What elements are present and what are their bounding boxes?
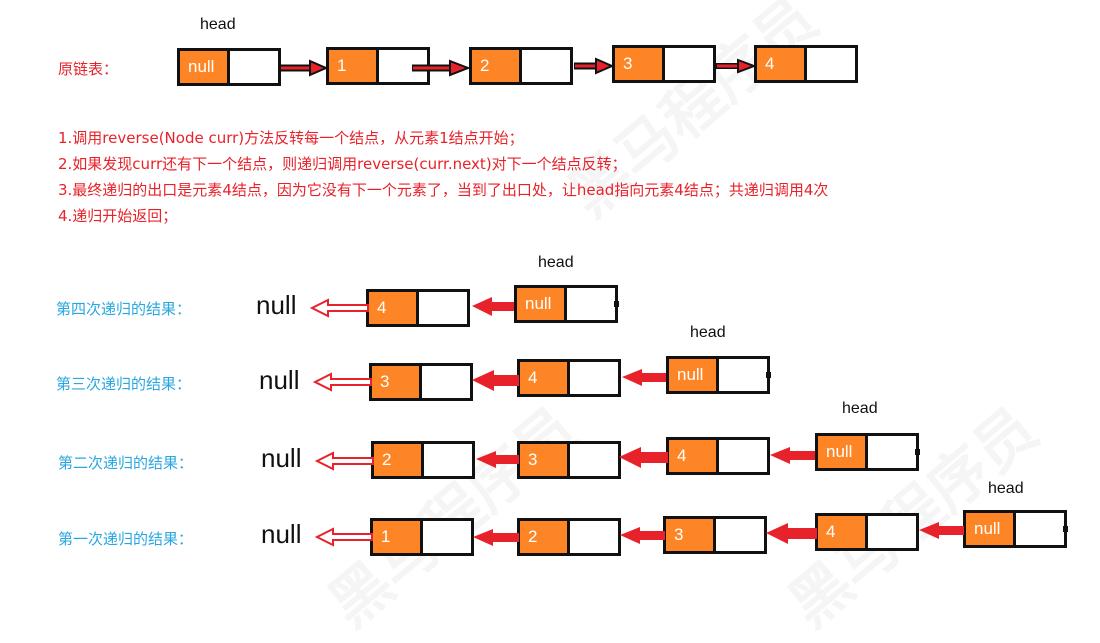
step-4: 4.递归开始返回；: [58, 207, 178, 225]
result-2-node-head: null: [815, 433, 920, 471]
result-2-node-2: 2: [371, 441, 475, 479]
node-value: 3: [615, 48, 665, 80]
pointer-dot: [766, 372, 771, 378]
node-next: [422, 366, 470, 398]
result-2-node-4: 4: [666, 437, 770, 475]
node-value: 4: [669, 440, 719, 472]
node-value: 2: [374, 444, 424, 476]
node-next: [570, 521, 618, 553]
result-1-node-2: 2: [517, 518, 621, 556]
node-next: [665, 48, 713, 80]
result-4-head-label: head: [538, 254, 574, 271]
original-node-3: 3: [612, 45, 716, 83]
result-1-node-3: 3: [663, 516, 767, 554]
node-value: 4: [818, 516, 868, 548]
node-next: [570, 444, 618, 476]
node-next: [230, 51, 278, 83]
hollow-arrow-icon: [314, 451, 374, 471]
result-1-node-1: 1: [370, 518, 474, 556]
node-value: 3: [666, 519, 716, 551]
result-1-label: 第一次递归的结果：: [58, 530, 194, 548]
result-2-null: null: [261, 443, 302, 473]
node-value: null: [517, 288, 567, 320]
pointer-dot: [614, 301, 619, 307]
node-value: null: [669, 359, 719, 391]
node-value: 2: [520, 521, 570, 553]
node-value: 1: [329, 50, 379, 82]
result-4-null: null: [256, 290, 297, 320]
node-value: 2: [472, 50, 522, 82]
hollow-arrow-icon: [309, 298, 369, 318]
pointer-dot: [915, 449, 920, 455]
result-2-label: 第二次递归的结果：: [58, 454, 194, 472]
node-value: 4: [757, 48, 807, 80]
back-arrow-icon: [620, 527, 665, 544]
result-1-node-head: null: [963, 510, 1068, 548]
watermark: 黑马程序员: [307, 384, 593, 643]
node-next: [1016, 513, 1064, 545]
node-next: [424, 444, 472, 476]
back-arrow-icon: [472, 370, 519, 391]
result-1-null: null: [261, 519, 302, 549]
node-value: 4: [520, 362, 570, 394]
result-3-node-3: 3: [369, 363, 473, 401]
pointer-dot: [1063, 526, 1068, 532]
result-3-null: null: [259, 365, 300, 395]
hollow-arrow-icon: [312, 372, 372, 392]
node-value: 3: [520, 444, 570, 476]
node-next: [807, 48, 855, 80]
node-value: 3: [372, 366, 422, 398]
back-arrow-icon: [622, 369, 666, 386]
step-3: 3.最终递归的出口是元素4结点，因为它没有下一个元素了，当到了出口处，让head…: [58, 181, 829, 199]
result-4-node-head: null: [514, 285, 619, 323]
node-next: [379, 50, 427, 82]
step-1: 1.调用reverse(Node curr)方法反转每一个结点，从元素1结点开始…: [58, 129, 524, 147]
original-list-label: 原链表：: [58, 60, 119, 78]
result-3-node-4: 4: [517, 359, 621, 397]
node-next: [716, 519, 764, 551]
step-2: 2.如果发现curr还有下一个结点，则递归调用reverse(curr.next…: [58, 155, 627, 173]
original-node-2: 2: [469, 47, 573, 85]
back-arrow-icon: [770, 447, 815, 464]
node-next: [868, 436, 916, 468]
node-next: [868, 516, 916, 548]
node-next: [719, 359, 767, 391]
result-4-node-4: 4: [366, 289, 470, 327]
node-value: null: [966, 513, 1016, 545]
forward-arrow-icon: [280, 59, 329, 77]
result-2-head-label: head: [842, 400, 878, 417]
result-2-node-3: 3: [517, 441, 621, 479]
node-value: 4: [369, 292, 419, 324]
original-node-1: 1: [326, 47, 430, 85]
node-value: null: [818, 436, 868, 468]
result-3-label: 第三次递归的结果：: [56, 375, 192, 393]
back-arrow-icon: [472, 297, 514, 316]
result-1-head-label: head: [988, 480, 1024, 497]
result-3-node-head: null: [666, 356, 771, 394]
node-next: [567, 288, 615, 320]
original-node-null: null: [177, 48, 281, 86]
node-next: [423, 521, 471, 553]
result-1-node-4: 4: [815, 513, 919, 551]
node-next: [419, 292, 467, 324]
original-head-label: head: [200, 16, 236, 33]
original-node-4: 4: [754, 45, 858, 83]
node-next: [522, 50, 570, 82]
node-value: null: [180, 51, 230, 83]
result-3-head-label: head: [690, 324, 726, 341]
forward-arrow-icon: [574, 57, 615, 75]
back-arrow-icon: [619, 447, 668, 468]
node-value: 1: [373, 521, 423, 553]
node-next: [570, 362, 618, 394]
result-4-label: 第四次递归的结果：: [56, 300, 192, 318]
node-next: [719, 440, 767, 472]
